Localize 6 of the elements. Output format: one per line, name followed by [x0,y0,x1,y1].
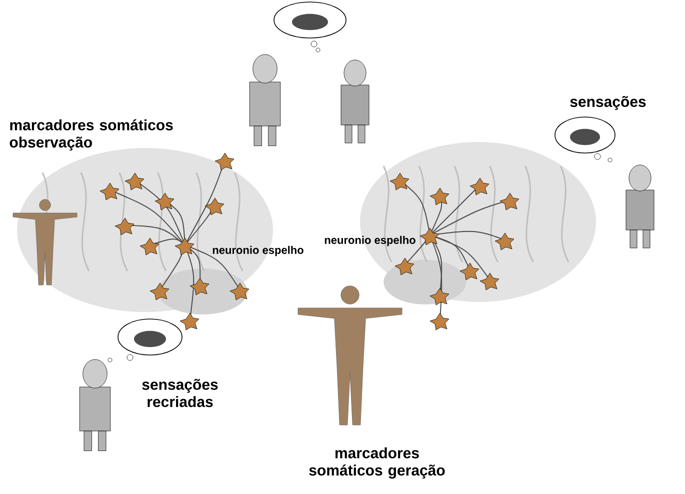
text-label: sensações [570,96,646,110]
text-label: marcadores somáticos geração [309,447,445,479]
text-label: neuronio espelho [324,236,416,246]
text-label: marcadores somáticos observação [10,119,173,151]
text-label: sensações recriadas [142,378,218,408]
text-label: neuronio espelho [212,246,304,256]
